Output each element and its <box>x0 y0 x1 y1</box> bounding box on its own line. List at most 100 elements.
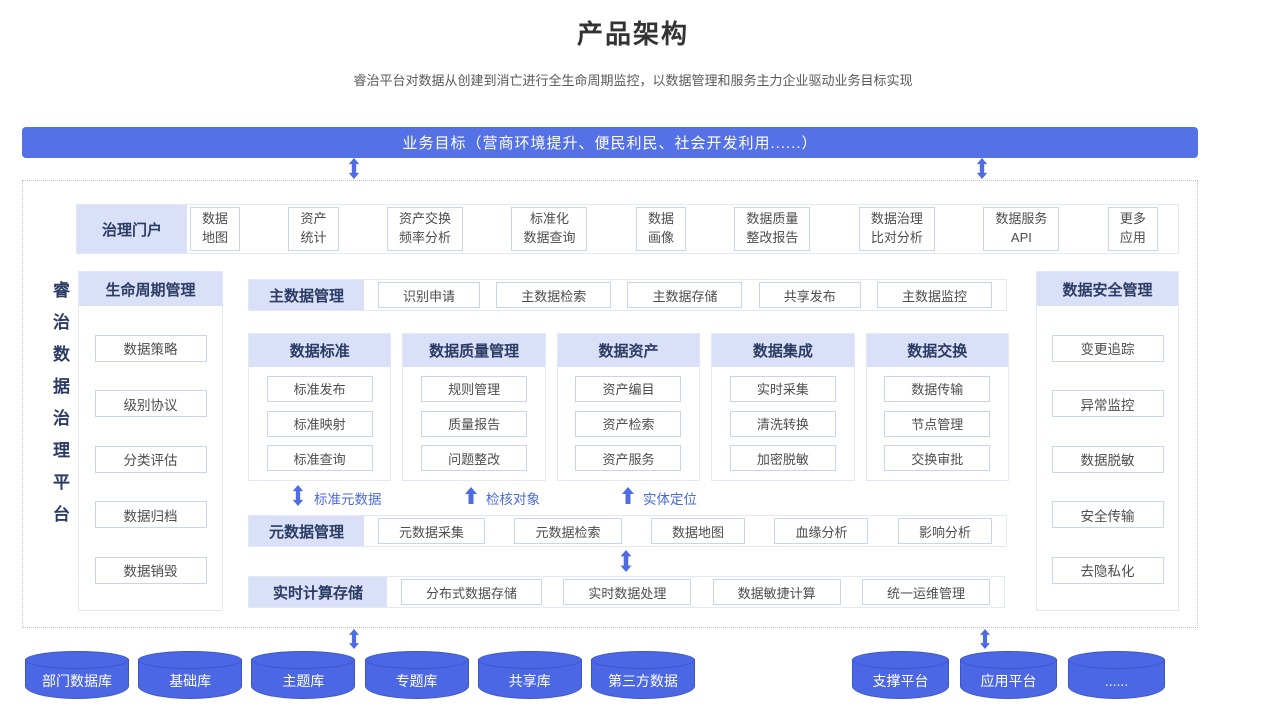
metadata-item: 血缘分析 <box>774 518 869 544</box>
flow-check-object: 检核对象 <box>465 487 540 509</box>
module-item: 节点管理 <box>884 410 991 437</box>
module-header: 数据交换 <box>866 334 1008 367</box>
module-item: 实时采集 <box>729 375 836 402</box>
realtime-storage-row: 实时计算存储 分布式数据存储 实时数据处理 数据敏捷计算 统一运维管理 <box>248 576 1005 608</box>
module-item: 加密脱敏 <box>729 445 836 472</box>
module-item: 资产服务 <box>575 445 682 472</box>
security-item: 异常监控 <box>1051 390 1164 417</box>
lifecycle-management-column: 生命周期管理 数据策略 级别协议 分类评估 数据归档 数据销毁 <box>78 271 223 611</box>
module-item: 规则管理 <box>421 375 528 402</box>
module-item: 标准映射 <box>266 410 373 437</box>
database-cylinder: 共享库 <box>477 651 582 699</box>
module-item: 数据传输 <box>884 375 991 402</box>
lifecycle-item: 数据策略 <box>94 334 207 362</box>
security-item: 数据脱敏 <box>1051 445 1164 473</box>
module-header: 数据资产 <box>557 334 700 367</box>
portal-item: 数据 地图 <box>190 207 241 251</box>
business-goal-banner: 业务目标（营商环境提升、便民利民、社会开发利用......） <box>22 127 1198 158</box>
double-arrow-icon <box>975 158 989 179</box>
flow-entity-location: 实体定位 <box>622 487 697 509</box>
lifecycle-item: 级别协议 <box>94 390 207 417</box>
database-cylinder: 主题库 <box>251 651 356 699</box>
database-cylinder: 基础库 <box>138 651 243 699</box>
database-label: 专题库 <box>395 672 438 689</box>
realtime-item: 数据敏捷计算 <box>712 579 841 605</box>
portal-item: 数据治理 比对分析 <box>858 207 935 251</box>
flow-standard-metadata: 标准元数据 <box>291 485 382 511</box>
module-column-data-quality: 数据质量管理 规则管理 质量报告 问题整改 <box>402 333 546 481</box>
metadata-item: 元数据采集 <box>378 518 486 544</box>
database-cylinder: 第三方数据 <box>590 651 695 699</box>
database-label: 部门数据库 <box>42 672 112 689</box>
portal-item: 资产交换 频率分析 <box>386 207 463 251</box>
realtime-header: 实时计算存储 <box>249 577 387 607</box>
module-item: 标准查询 <box>266 445 373 472</box>
module-header: 数据质量管理 <box>403 334 545 367</box>
portal-items: 数据 地图 资产 统计 资产交换 频率分析 标准化 数据查询 数据 画像 数据质… <box>187 205 1178 253</box>
database-label: 基础库 <box>169 672 212 689</box>
master-data-item: 识别申请 <box>378 282 481 308</box>
platform-name-label: 睿治数据治理平台 <box>50 281 69 537</box>
module-item: 质量报告 <box>421 410 528 437</box>
database-label: 共享库 <box>508 672 551 689</box>
module-column-data-standard: 数据标准 标准发布 标准映射 标准查询 <box>248 333 392 481</box>
realtime-item: 统一运维管理 <box>861 579 990 605</box>
security-item: 变更追踪 <box>1051 334 1164 362</box>
page-title: 产品架构 <box>576 19 689 49</box>
module-header: 数据标准 <box>249 334 391 367</box>
portal-item: 数据质量 整改报告 <box>734 207 811 251</box>
module-item: 交换审批 <box>884 445 991 472</box>
portal-item: 更多 应用 <box>1107 207 1158 251</box>
database-cylinder: 部门数据库 <box>25 651 129 699</box>
portal-item: 数据服务 API <box>983 207 1060 251</box>
flow-label: 实体定位 <box>643 492 697 507</box>
metadata-header: 元数据管理 <box>249 516 364 546</box>
architecture-container: 睿治数据治理平台 治理门户 数据 地图 资产 统计 资产交换 频率分析 标准化 … <box>22 180 1198 628</box>
up-arrow-icon <box>465 486 477 510</box>
module-column-data-asset: 数据资产 资产编目 资产检索 资产服务 <box>556 333 701 481</box>
module-item: 清洗转换 <box>729 410 836 437</box>
module-column-data-exchange: 数据交换 数据传输 节点管理 交换审批 <box>865 333 1009 481</box>
portal-item: 数据 画像 <box>635 207 686 251</box>
master-data-item: 主数据监控 <box>876 282 992 308</box>
lifecycle-item: 数据归档 <box>94 501 207 528</box>
double-arrow-icon <box>347 158 361 179</box>
database-label: 应用平台 <box>980 672 1037 689</box>
security-item: 安全传输 <box>1051 501 1164 528</box>
flow-label: 标准元数据 <box>314 492 382 507</box>
master-data-item: 共享发布 <box>758 282 861 308</box>
metadata-item: 影响分析 <box>897 518 992 544</box>
double-arrow-icon <box>619 550 633 572</box>
master-data-item: 主数据存储 <box>627 282 743 308</box>
database-cylinder: 支撑平台 <box>852 651 949 699</box>
module-item: 标准发布 <box>266 375 373 402</box>
database-label: ...... <box>1104 672 1129 689</box>
metadata-management-row: 元数据管理 元数据采集 元数据检索 数据地图 血缘分析 影响分析 <box>248 515 1007 547</box>
double-arrow-icon <box>978 629 992 649</box>
database-label: 支撑平台 <box>872 672 929 689</box>
portal-item: 资产 统计 <box>288 207 339 251</box>
module-item: 资产编目 <box>575 375 682 402</box>
security-item: 去隐私化 <box>1051 556 1164 584</box>
module-columns: 数据标准 标准发布 标准映射 标准查询 数据质量管理 规则管理 质量报告 问题整… <box>248 333 1009 481</box>
lifecycle-item: 分类评估 <box>94 445 207 473</box>
module-item: 问题整改 <box>421 445 528 472</box>
database-label: 主题库 <box>282 672 325 689</box>
lifecycle-item: 数据销毁 <box>94 556 207 584</box>
database-row-right: 支撑平台 应用平台 ...... <box>852 651 1165 699</box>
database-cylinder: 应用平台 <box>960 651 1057 699</box>
double-arrow-icon <box>347 629 361 649</box>
double-arrow-icon <box>291 485 305 511</box>
portal-item: 标准化 数据查询 <box>511 207 588 251</box>
database-row-left: 部门数据库 基础库 主题库 专题库 共享库 第三方数据 <box>25 651 695 699</box>
governance-portal-row: 治理门户 数据 地图 资产 统计 资产交换 频率分析 标准化 数据查询 数据 画… <box>76 204 1179 254</box>
flow-label: 检核对象 <box>486 492 540 507</box>
database-cylinder: ...... <box>1068 651 1165 699</box>
master-data-row: 主数据管理 识别申请 主数据检索 主数据存储 共享发布 主数据监控 <box>248 279 1007 311</box>
realtime-item: 实时数据处理 <box>563 579 692 605</box>
page-subtitle: 睿治平台对数据从创建到消亡进行全生命周期监控，以数据管理和服务主力企业驱动业务目… <box>353 73 913 88</box>
up-arrow-icon <box>622 486 634 510</box>
master-data-header: 主数据管理 <box>249 280 364 310</box>
realtime-item: 分布式数据存储 <box>401 579 543 605</box>
